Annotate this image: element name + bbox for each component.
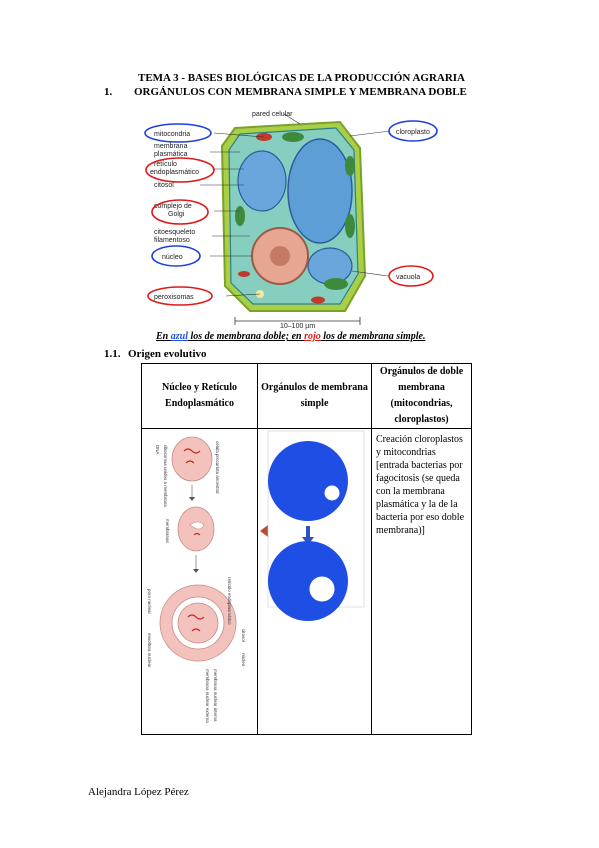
label-reticulo-1: retículo	[154, 161, 177, 168]
label-pared: pared celular	[252, 111, 293, 118]
vacuole-large	[287, 138, 353, 244]
label-citosol: citosol	[154, 182, 174, 189]
section-title: ORGÁNULOS CON MEMBRANA SIMPLE Y MEMBRANA…	[134, 86, 467, 98]
svg-text:ribosomas unidos a membrana: ribosomas unidos a membrana	[163, 445, 168, 507]
svg-text:membrana nuclear externa: membrana nuclear externa	[205, 669, 210, 723]
label-cito-2: filamentoso	[154, 237, 190, 244]
label-golgi-2: Golgi	[168, 211, 185, 218]
svg-text:DNA: DNA	[155, 445, 160, 455]
label-mitocondria: mitocondria	[154, 131, 190, 138]
svg-text:membrana nuclear interna: membrana nuclear interna	[213, 669, 218, 722]
label-cloroplasto: cloroplasto	[396, 129, 430, 136]
svg-text:retículo endoplasmático: retículo endoplasmático	[227, 577, 232, 625]
simple-membrane-diagram	[260, 430, 365, 621]
figure-caption: En azul los de membrana doble; en rojo l…	[156, 331, 426, 342]
caption-rojo: rojo	[304, 331, 321, 342]
section-number: 1.	[104, 86, 113, 98]
label-nucleo: núcleo	[162, 254, 183, 261]
svg-text:núcleo: núcleo	[241, 653, 246, 667]
document-title: TEMA 3 - BASES BIOLÓGICAS DE LA PRODUCCI…	[138, 72, 465, 84]
header-nucleo: Núcleo y Retículo Endoplasmático	[141, 363, 258, 429]
origin-table: Núcleo y Retículo Endoplasmático Orgánul…	[141, 363, 472, 735]
svg-text:poro nuclear: poro nuclear	[147, 589, 152, 615]
label-vacuola: vacuola	[396, 274, 420, 281]
nucleus-origin-diagram: célula procariota ancestral DNA ribosoma…	[147, 436, 246, 723]
caption-azul: azul	[170, 331, 188, 342]
svg-text:membranas: membranas	[165, 519, 170, 544]
label-golgi-1: complejo de	[154, 203, 192, 210]
vacuole-small	[237, 150, 287, 212]
svg-text:citosol: citosol	[241, 629, 246, 642]
svg-text:célula procariota ancestral: célula procariota ancestral	[215, 441, 220, 494]
scale-label: 10–100 µm	[280, 323, 315, 330]
label-membrana-2: plasmática	[154, 151, 188, 158]
label-cito-1: citoesqueleto	[154, 229, 195, 236]
label-reticulo-2: endoplasmático	[150, 169, 199, 176]
label-peroxisomas: peroxisomas	[154, 294, 194, 301]
header-doble: Orgánulos de doble membrana (mitocondria…	[371, 363, 472, 429]
svg-text:envoltura nuclear: envoltura nuclear	[147, 633, 152, 668]
label-membrana-1: membrana	[154, 143, 188, 150]
cell-simple-diagram	[257, 428, 372, 735]
plant-cell-figure: pared celular mitocondria membrana plasm…	[140, 106, 440, 330]
header-simple: Orgánulos de membrana simple	[257, 363, 372, 429]
subsection-number: 1.1.	[104, 348, 121, 360]
footer-author: Alejandra López Pérez	[88, 786, 189, 798]
cell-doble-text: Creación cloroplastos y mitocondrias [en…	[371, 428, 472, 735]
cell-nucleo-diagram: célula procariota ancestral DNA ribosoma…	[141, 428, 258, 735]
subsection-title: Origen evolutivo	[128, 348, 207, 360]
